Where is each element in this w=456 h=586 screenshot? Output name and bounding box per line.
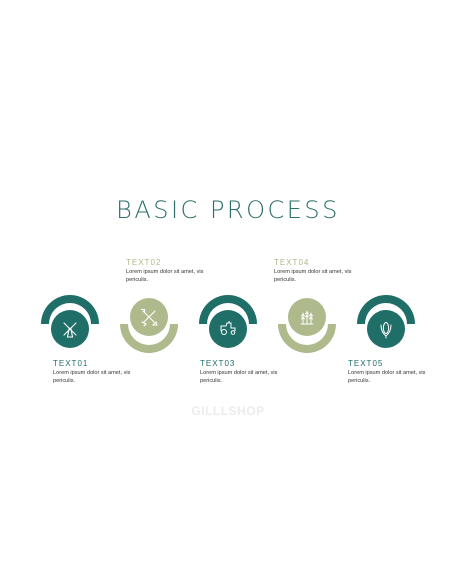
- step-3-graphic: [196, 292, 260, 356]
- step-2-description: Lorem ipsum dolor sit amet, vis periculi…: [126, 269, 204, 283]
- step-4-description: Lorem ipsum dolor sit amet, vis periculi…: [274, 269, 352, 283]
- step-4-graphic: [275, 292, 339, 356]
- step-2-graphic: [117, 292, 181, 356]
- page-title: BASIC PROCESS: [116, 196, 340, 224]
- step-1-description: Lorem ipsum dolor sit amet, vis periculi…: [53, 370, 131, 384]
- step-3-label: TEXT03: [200, 359, 236, 368]
- windmill-icon: [63, 322, 77, 338]
- step-5-label: TEXT05: [348, 359, 384, 368]
- step-1-graphic: [38, 292, 102, 356]
- step-5-graphic: [354, 292, 418, 356]
- step-1-label: TEXT01: [53, 359, 89, 368]
- wheat-field-icon: [300, 310, 314, 325]
- step-5-description: Lorem ipsum dolor sit amet, vis periculi…: [348, 370, 426, 384]
- corn-icon: [380, 322, 392, 339]
- tractor-icon: [220, 321, 236, 335]
- step-2-label: TEXT02: [126, 258, 162, 267]
- shovel-rake-icon: [140, 308, 158, 327]
- step-4-label: TEXT04: [274, 258, 310, 267]
- step-3-description: Lorem ipsum dolor sit amet, vis periculi…: [200, 370, 278, 384]
- watermark: GILLLSHOP: [191, 404, 265, 418]
